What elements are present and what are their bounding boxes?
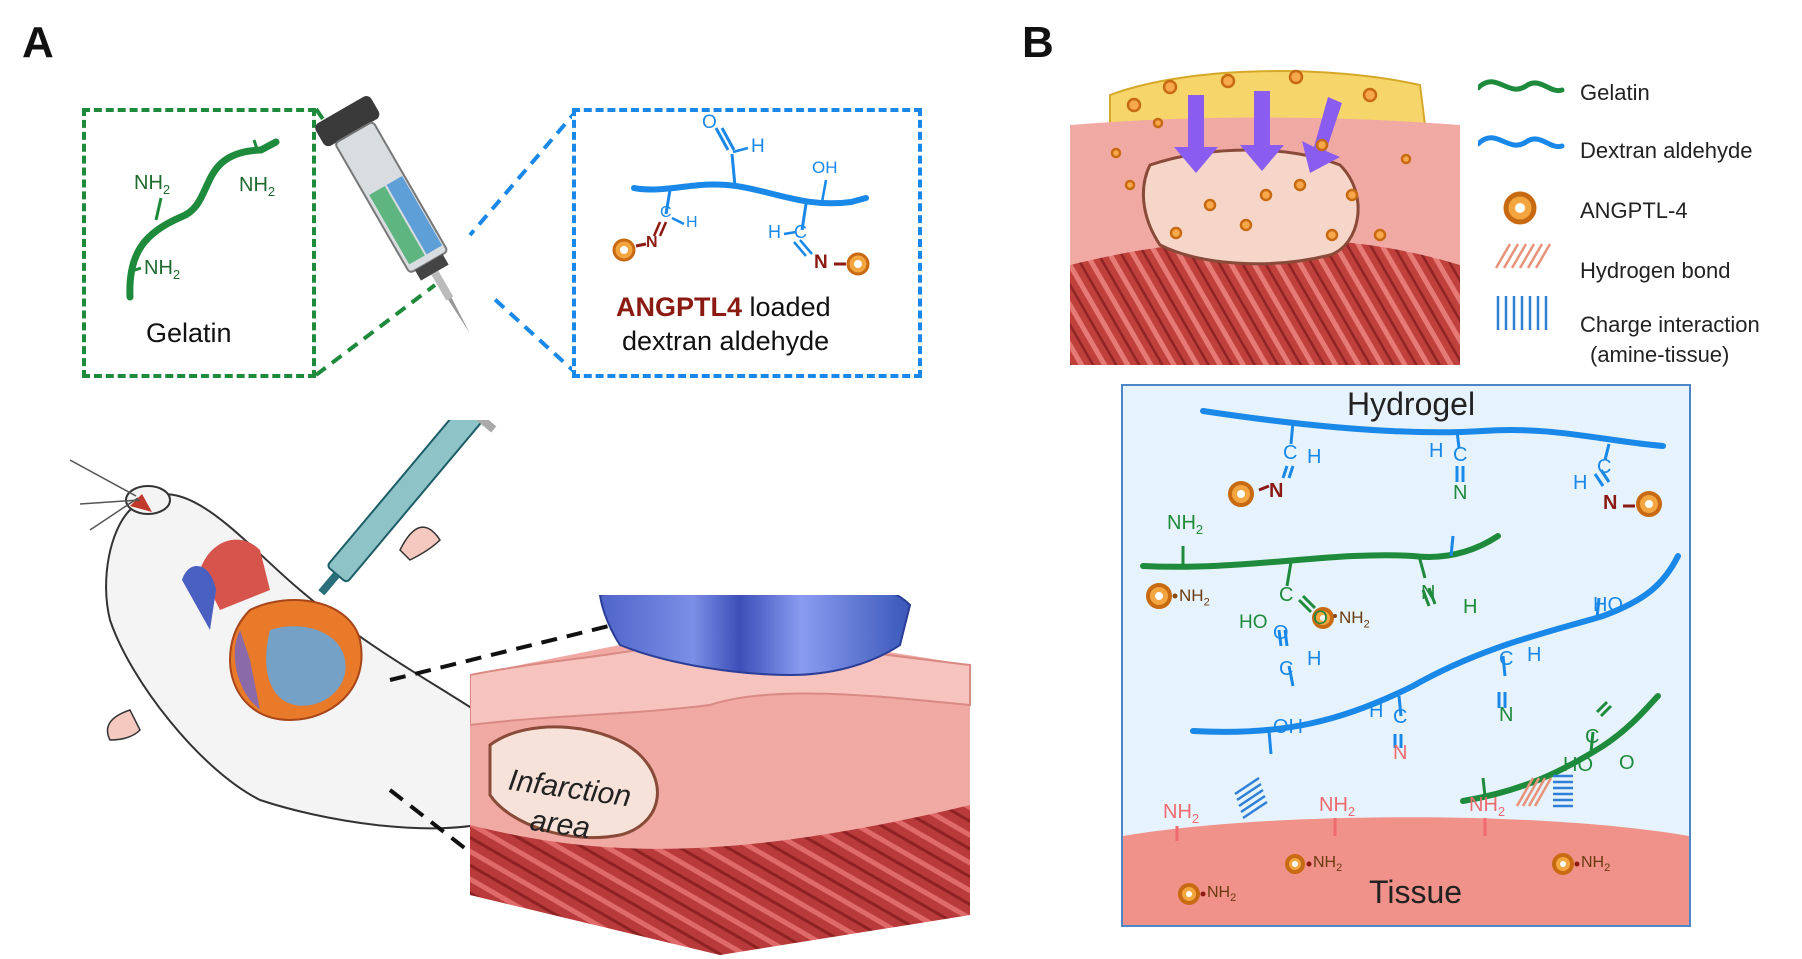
dextran-c-left: C xyxy=(660,204,672,221)
chem-nh2-angptl-2: NH2 xyxy=(1339,608,1370,631)
panel-a-letter: A xyxy=(22,18,54,67)
chem-nh2-gelatin: NH2 xyxy=(1167,512,1204,537)
legend-label-charge-interaction-sub: (amine-tissue) xyxy=(1590,342,1730,367)
legend-symbols xyxy=(1478,79,1565,330)
rat-heart-injection-illustration xyxy=(70,420,502,830)
gelatin-legend-icon xyxy=(1478,79,1565,94)
tissue-block-with-hydrogel xyxy=(470,595,971,955)
chem-n-3: N xyxy=(1603,492,1618,514)
charge-interaction-legend-icon xyxy=(1496,296,1548,330)
tissue-diffusion-illustration xyxy=(1070,69,1460,365)
legend-label-charge-interaction: Charge interaction xyxy=(1580,312,1760,337)
chem-o-gelatin-1: O xyxy=(1313,608,1328,629)
chem-nh2-angptl-3: NH2 xyxy=(1313,854,1343,875)
chem-c-dextran-2: C xyxy=(1393,706,1408,728)
chem-nh2-angptl-4: NH2 xyxy=(1207,884,1237,905)
chem-h-dextran-2: H xyxy=(1369,700,1384,722)
hydrogen-bond-legend-icon xyxy=(1494,243,1552,269)
chem-nh2-tissue-1: NH2 xyxy=(1163,801,1200,826)
chem-c-dextran-1: C xyxy=(1279,658,1294,680)
dextran-h-left: H xyxy=(686,214,698,231)
dextran-c-right: C xyxy=(794,222,807,242)
dextran-n-left: N xyxy=(646,234,658,251)
dextran-o-label: O xyxy=(702,112,717,133)
chem-n-2: N xyxy=(1453,482,1468,504)
dextran-title-line2: dextran aldehyde xyxy=(622,326,830,356)
chem-n-1: N xyxy=(1269,480,1284,502)
chem-ho-dextran: HO xyxy=(1593,594,1623,616)
hydrogel-tissue-schematic: Hydrogel Tissue C H N H C N H C N NH2 C … xyxy=(1121,384,1691,927)
chem-ho-gelatin-1: HO xyxy=(1239,612,1268,633)
chem-ho-gelatin-2: HO xyxy=(1563,754,1593,776)
gelatin-nh2-bottom: NH2 xyxy=(144,257,181,282)
gelatin-label: Gelatin xyxy=(146,318,232,348)
chem-c-gelatin-2: C xyxy=(1585,726,1600,748)
chem-h-dextran-1: H xyxy=(1307,648,1322,670)
dextran-n-right: N xyxy=(814,252,828,273)
chem-h-1: H xyxy=(1307,446,1322,468)
chem-h-2: H xyxy=(1429,440,1444,462)
gelatin-structure xyxy=(126,138,280,301)
gelatin-nh2-right: NH2 xyxy=(239,174,276,199)
chem-h-gelatin: H xyxy=(1463,596,1478,618)
panel-b-letter: B xyxy=(1022,18,1054,67)
tissue-title: Tissue xyxy=(1369,874,1463,910)
chem-c-dextran-3: C xyxy=(1499,648,1514,670)
chem-n-gelatin-2: N xyxy=(1499,704,1514,726)
dextran-legend-icon xyxy=(1478,135,1565,150)
chem-c-3: C xyxy=(1597,456,1612,478)
chem-nh2-tissue-2: NH2 xyxy=(1319,794,1356,819)
legend-label-gelatin: Gelatin xyxy=(1580,80,1650,105)
chem-c-gelatin-1: C xyxy=(1279,584,1294,606)
chem-o-gelatin-2: O xyxy=(1619,752,1635,774)
chem-nh2-angptl-5: NH2 xyxy=(1581,854,1611,875)
gelatin-box: NH2 NH2 NH2 Gelatin xyxy=(82,108,316,378)
chem-o-dextran: O xyxy=(1273,622,1289,644)
dextran-title-line1: ANGPTL4 loaded xyxy=(616,292,831,322)
chem-c-1: C xyxy=(1283,442,1298,464)
chem-h-dextran-3: H xyxy=(1527,644,1542,666)
chem-h-3: H xyxy=(1573,472,1588,494)
hydrogel-network xyxy=(1123,408,1689,925)
legend-label-hydrogen-bond: Hydrogen bond xyxy=(1580,258,1731,283)
dextran-h-top: H xyxy=(751,136,765,157)
chem-nh2-tissue-3: NH2 xyxy=(1469,794,1506,819)
gelatin-nh2-top: NH2 xyxy=(134,172,171,197)
chem-n-tissue-1: N xyxy=(1393,742,1408,764)
chem-c-2: C xyxy=(1453,444,1468,466)
chem-oh-dextran: OH xyxy=(1273,716,1303,738)
dextran-box: O H OH C H N H C N ANGPTL4 loaded dextra… xyxy=(572,108,922,378)
syringe-top-illustration xyxy=(314,96,580,377)
legend-label-dextran: Dextran aldehyde xyxy=(1580,138,1753,163)
hydrogel-title: Hydrogel xyxy=(1347,386,1476,422)
dextran-h-right: H xyxy=(768,222,781,242)
chem-n-gelatin: N xyxy=(1421,582,1436,604)
dextran-structure xyxy=(612,127,870,276)
legend-label-angptl4: ANGPTL-4 xyxy=(1580,198,1688,223)
dextran-oh-label: OH xyxy=(812,158,838,177)
chem-nh2-angptl-1: NH2 xyxy=(1179,586,1210,609)
